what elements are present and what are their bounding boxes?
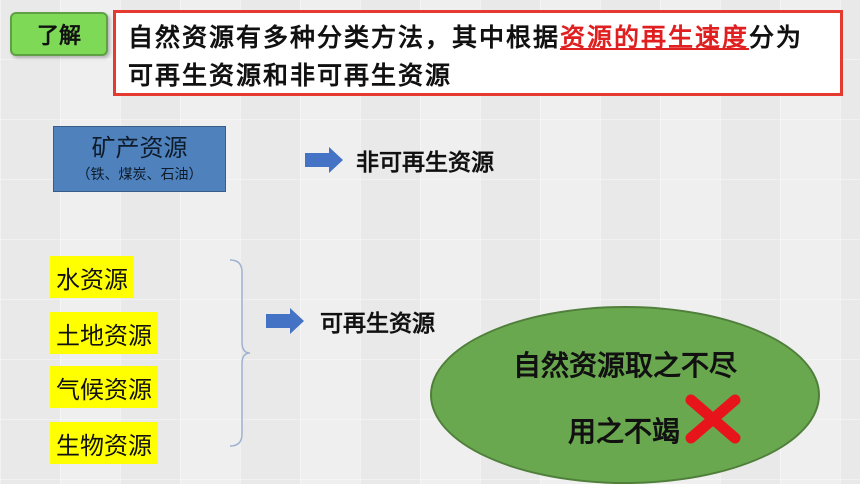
badge-label: 了解 [36,24,81,49]
misconception-line2: 用之不竭 [567,415,680,448]
red-cross-icon [685,394,741,444]
brace-icon [229,259,251,447]
misconception-ellipse [430,306,820,484]
renewable-item-land: 土地资源 [50,312,158,354]
non-renewable-label: 非可再生资源 [356,150,494,176]
mineral-subtitle: （铁、煤炭、石油） [76,167,203,183]
renewable-item-climate: 气候资源 [50,366,158,408]
intro-text-after: 分为可再生资源和非可再生资源 [128,23,804,90]
intro-textbox: 自然资源有多种分类方法，其中根据资源的再生速度分为可再生资源和非可再生资源 [113,10,843,96]
misconception-line1: 自然资源取之不尽 [512,349,737,382]
right-arrow-icon [266,308,304,334]
intro-text-before: 自然资源有多种分类方法，其中根据 [128,23,561,52]
renewable-item-biological: 生物资源 [50,422,158,464]
mineral-resources-box: 矿产资源 （铁、煤炭、石油） [53,126,226,192]
right-arrow-icon [305,147,343,173]
renewable-item-water: 水资源 [50,256,134,298]
renewable-label: 可再生资源 [320,311,435,337]
mineral-title: 矿产资源 [91,134,188,162]
understand-badge: 了解 [10,12,108,56]
intro-highlight: 资源的再生速度 [560,23,750,52]
